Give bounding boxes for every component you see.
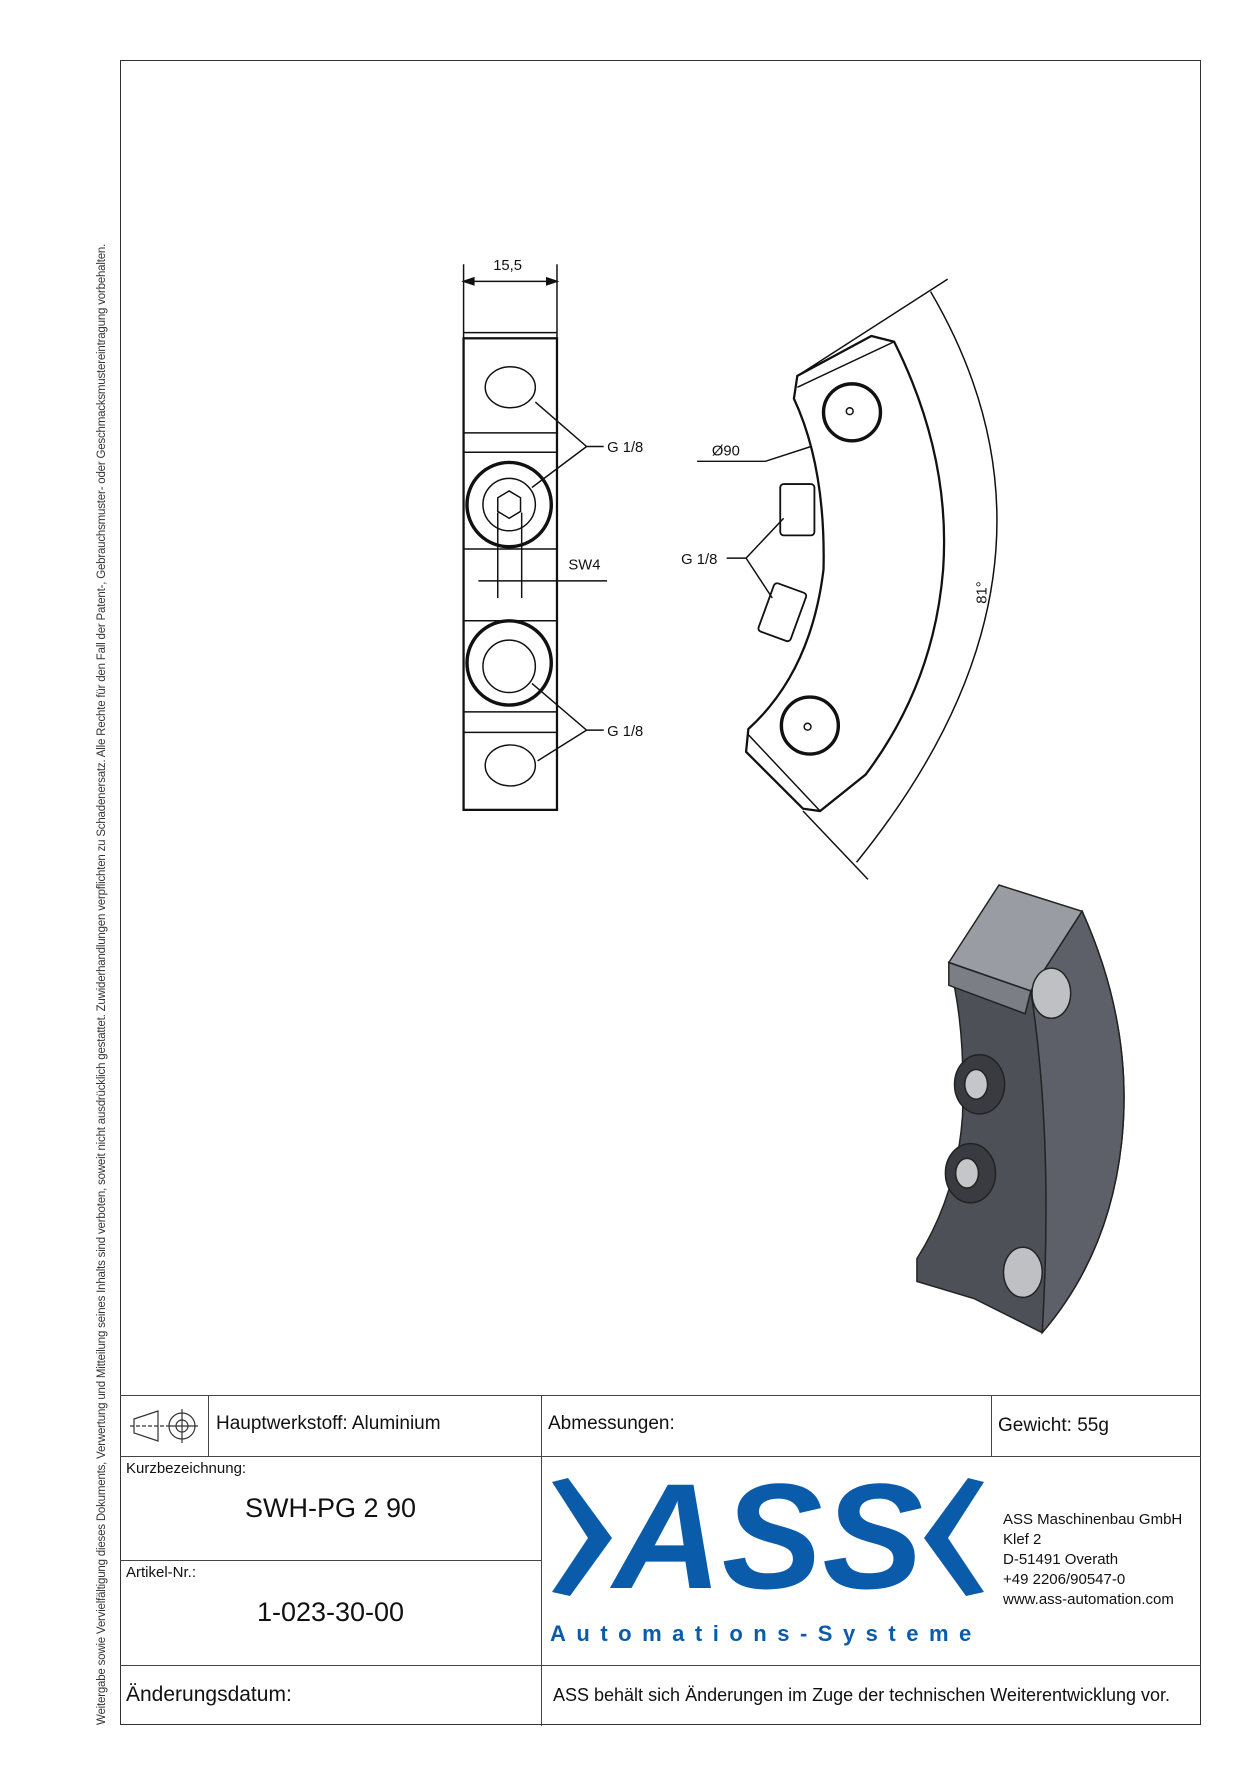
hex-socket-icon: [497, 490, 522, 520]
diameter-label: Ø90: [712, 444, 740, 460]
side-view: 15,5 G 1/8 SW4 G 1/8: [461, 258, 643, 812]
port-hole: [484, 366, 537, 409]
port-hole: [484, 744, 537, 787]
logo-subtitle: Automations-Systeme: [550, 1621, 982, 1646]
drawing-frame: [120, 60, 1201, 1725]
thread-label: G 1/8: [681, 552, 717, 568]
company-name: ASS Maschinenbau GmbH: [1003, 1511, 1183, 1528]
copyright-note: Weitergabe sowie Vervielfältigung dieses…: [96, 243, 108, 1725]
short-name-label: Kurzbezeichnung:: [126, 1460, 247, 1477]
wrench-size-label: SW4: [568, 558, 600, 574]
technical-drawing: 15,5 G 1/8 SW4 G 1/8 Ø90 81° G 1/8: [461, 258, 1125, 1335]
isometric-view: [916, 884, 1125, 1335]
ass-logo: ASS: [552, 1476, 984, 1616]
article-label: Artikel-Nr.:: [126, 1564, 197, 1581]
company-website[interactable]: www.ass-automation.com: [1003, 1591, 1174, 1608]
dimensions-label: Abmessungen:: [548, 1413, 675, 1434]
weight-label: Gewicht: 55g: [998, 1415, 1109, 1436]
front-view: Ø90 81° G 1/8: [681, 278, 998, 880]
company-city: D-51491 Overath: [1003, 1551, 1119, 1568]
thread-label: G 1/8: [607, 724, 643, 740]
company-phone: +49 2206/90547-0: [1003, 1571, 1126, 1588]
material-label: Hauptwerkstoff: Aluminium: [216, 1413, 441, 1434]
company-street: Klef 2: [1003, 1531, 1042, 1548]
article-number: 1-023-30-00: [256, 1597, 405, 1627]
short-name-value: SWH-PG 2 90: [244, 1493, 417, 1523]
projection-symbol-icon: [130, 1409, 198, 1443]
disclaimer-text: ASS behält sich Änderungen im Zuge der t…: [553, 1685, 1171, 1705]
change-date-label: Änderungsdatum:: [126, 1683, 292, 1706]
width-dimension: 15,5: [493, 258, 522, 274]
logo-text: ASS: [609, 1476, 923, 1616]
company-address: ASS Maschinenbau GmbH Klef 2 D-51491 Ove…: [1003, 1510, 1182, 1610]
angle-label: 81°: [974, 581, 990, 603]
thread-label: G 1/8: [607, 440, 643, 456]
